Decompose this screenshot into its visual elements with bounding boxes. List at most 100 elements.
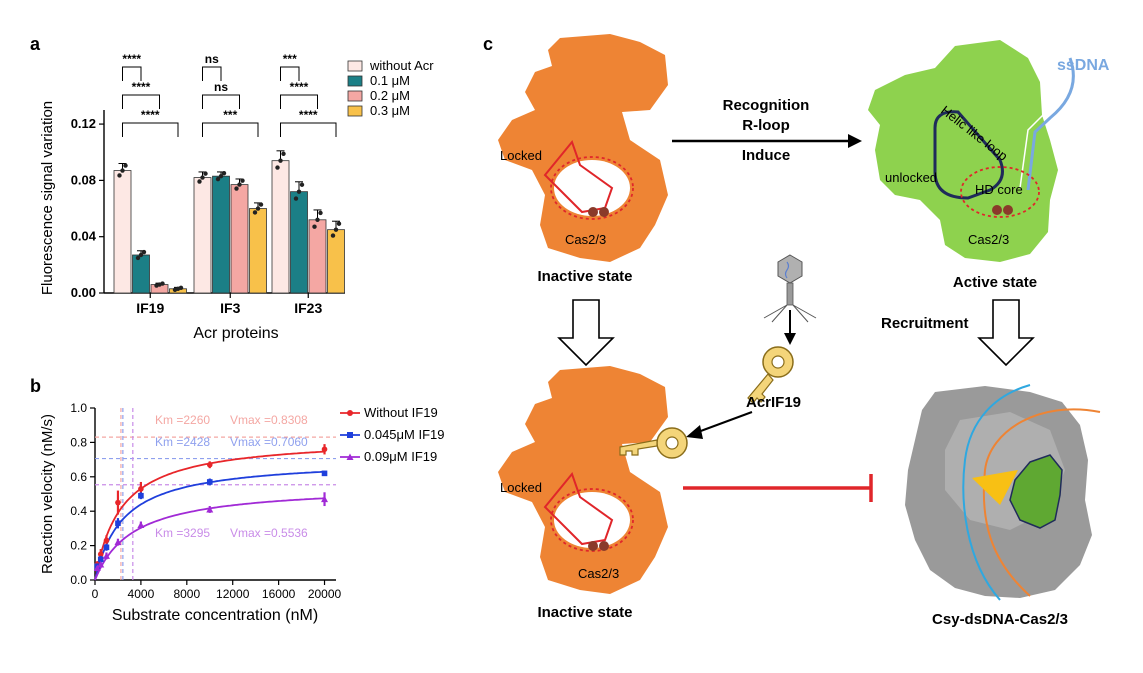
legend-swatch: [347, 90, 363, 102]
data-point: [103, 544, 110, 551]
label-hd-core: HD core: [975, 182, 1023, 197]
data-point: [97, 561, 105, 568]
data-dot: [123, 163, 128, 168]
label-r-loop: R-loop: [742, 117, 789, 134]
km-annotation: Km =2428: [155, 435, 210, 449]
legend-marker: [347, 410, 353, 416]
ssdna-strand: [1026, 57, 1075, 191]
data-point: [93, 564, 101, 571]
csy-yellow-wedge: [972, 470, 1018, 505]
vmax-annotation: Vmax =0.7060: [230, 435, 308, 449]
bar: [230, 184, 249, 294]
label-locked-bottom: Locked: [500, 480, 542, 495]
down-arrow-right: [977, 299, 1035, 367]
data-point: [103, 537, 110, 544]
data-dot: [258, 202, 264, 207]
significance-label: ****: [290, 80, 309, 94]
dsdna-strand-blue: [962, 384, 1031, 601]
cas23-active-shape: [868, 40, 1058, 262]
label-ssdna: ssDNA: [1057, 57, 1110, 74]
significance-bracket: [122, 94, 160, 109]
x-tick-label: 16000: [262, 587, 296, 601]
y-tick-label: 0.04: [71, 229, 97, 244]
data-point: [115, 520, 121, 527]
ssdna-strand-inner: [1019, 57, 1066, 189]
label-cas23-top-left: Cas2/3: [565, 232, 606, 247]
data-dot: [160, 281, 165, 286]
cas23-active: ssDNA Helic like loop unlocked HD core C…: [868, 40, 1110, 291]
dsdna-strand-orange: [982, 408, 1101, 597]
label-recruitment: Recruitment: [881, 315, 969, 332]
metal-ion-icon: [588, 541, 598, 551]
data-point: [206, 479, 213, 485]
significance-bracket: [202, 66, 222, 81]
cas23-inactive-top: Locked Cas2/3 Inactive state: [498, 34, 668, 285]
y-tick-label: 0.0: [70, 573, 87, 587]
data-dot: [221, 171, 227, 176]
y-tick-label: 1.0: [70, 401, 87, 415]
label-acrif19: AcrIF19: [746, 394, 801, 411]
data-dot: [275, 165, 280, 170]
x-category-label: IF3: [220, 300, 240, 316]
bar: [212, 175, 230, 294]
label-recognition: Recognition: [723, 97, 810, 114]
data-dot: [293, 196, 299, 201]
data-dot: [255, 206, 261, 211]
y-tick-label: 0.4: [70, 504, 87, 518]
data-dot: [138, 252, 144, 258]
significance-label: ***: [283, 52, 297, 66]
chart-a-xlabel: Acr proteins: [193, 325, 278, 342]
data-point: [206, 461, 213, 468]
data-dot: [278, 158, 283, 163]
data-point: [97, 556, 104, 563]
cas23-green-density: [1009, 454, 1063, 529]
metal-ion-icon: [599, 541, 609, 551]
recognition-arrow: Recognition R-loop Induce: [672, 97, 862, 164]
inserted-key-icon: [619, 427, 688, 459]
data-point: [138, 486, 144, 492]
legend-marker: [346, 453, 354, 460]
x-tick-label: 4000: [128, 587, 155, 601]
data-point: [97, 551, 104, 557]
legend-label: 0.3 μM: [370, 103, 410, 118]
data-dot: [299, 182, 305, 187]
x-category-label: IF23: [294, 300, 322, 316]
data-dot: [200, 175, 205, 180]
catalytic-zone-top: [550, 156, 634, 220]
data-dot: [240, 178, 245, 183]
chart-a-ylabel: Fluorescence signal variation: [39, 101, 56, 295]
data-dot: [135, 255, 141, 261]
panel-label-c: c: [483, 34, 493, 54]
label-induce: Induce: [742, 147, 790, 164]
bar: [290, 191, 308, 294]
y-tick-label: 0.12: [71, 116, 96, 131]
metal-ion-icon: [1003, 205, 1013, 215]
helic-like-loop-outline: [933, 110, 1004, 200]
km-annotation: Km =3295: [155, 526, 210, 540]
bar: [327, 229, 345, 294]
y-tick-label: 0.8: [70, 435, 87, 449]
panel-label-a: a: [30, 34, 41, 54]
mechanism-diagram: Locked Cas2/3 Inactive state Recognition…: [498, 34, 1110, 628]
x-category-label: IF19: [136, 300, 164, 316]
legend-label: without Acr: [369, 58, 434, 73]
significance-bracket: [280, 122, 337, 137]
locked-loop-outline-bottom: [543, 471, 614, 546]
x-tick-label: 8000: [173, 587, 200, 601]
data-dot: [330, 233, 336, 238]
cas23-inactive-bottom: Locked Cas2/3 Inactive state: [498, 366, 688, 621]
x-tick-label: 20000: [308, 587, 342, 601]
label-unlocked: unlocked: [885, 170, 937, 185]
csy-dsdna-cas23-complex: [905, 384, 1101, 601]
metal-ion-icon: [992, 205, 1002, 215]
y-tick-label: 0.08: [71, 172, 96, 187]
bar: [249, 208, 267, 294]
significance-label: ns: [205, 52, 219, 66]
significance-label: ns: [214, 80, 228, 94]
data-point: [138, 492, 144, 499]
legend-label: 0.2 μM: [370, 88, 410, 103]
legend-swatch: [347, 75, 363, 87]
metal-ion-icon: [588, 207, 598, 217]
catalytic-zone-active: [960, 166, 1040, 218]
